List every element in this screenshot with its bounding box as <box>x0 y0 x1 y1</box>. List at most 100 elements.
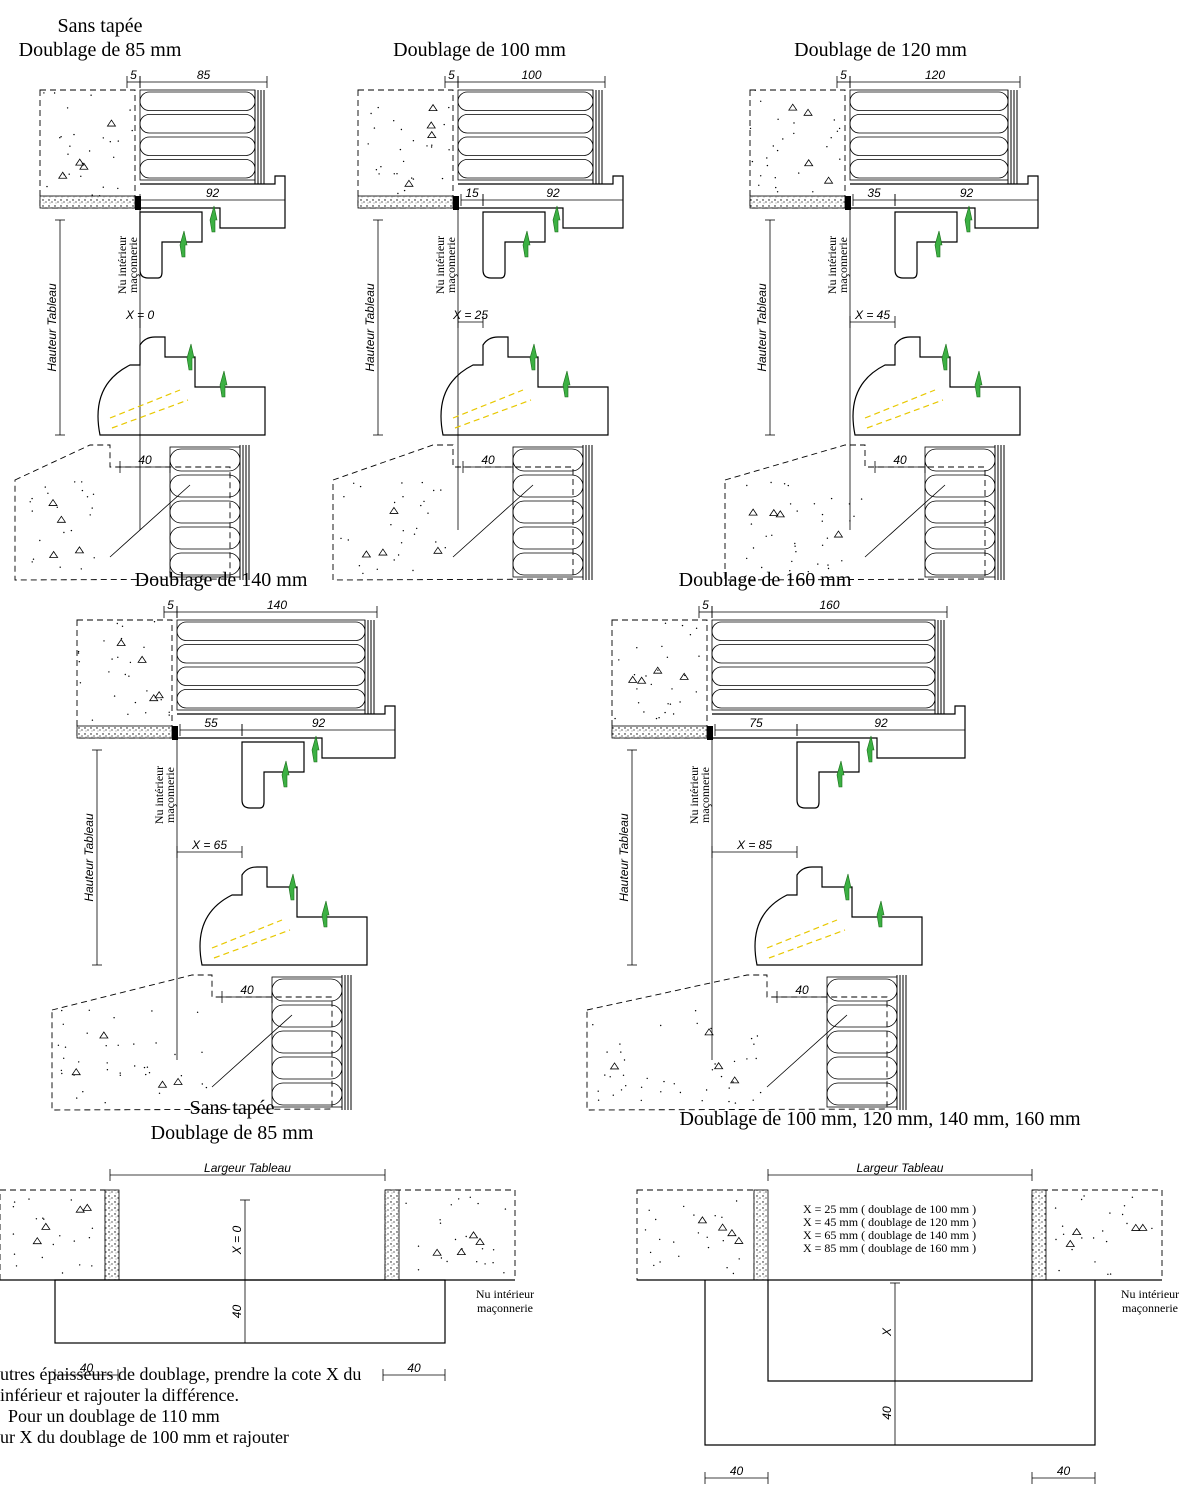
concrete-aggregate <box>412 140 415 142</box>
panel-title: Doublage de 140 mm <box>135 569 308 591</box>
insulation-wave <box>826 978 898 1002</box>
concrete-aggregate <box>754 89 756 92</box>
concrete-aggregate <box>761 566 763 569</box>
insulation-outline <box>169 446 241 578</box>
gasket-seal <box>186 343 195 371</box>
concrete-triangle <box>48 550 59 558</box>
concrete-aggregate <box>201 1083 203 1085</box>
insulation-wave <box>271 1030 343 1054</box>
masonry-sill <box>51 974 333 1111</box>
plan-right-x-label: X <box>880 1327 894 1337</box>
insulation-wave <box>849 91 1009 111</box>
concrete-aggregate <box>1121 1213 1124 1216</box>
gasket-seal <box>941 343 950 371</box>
concrete-aggregate <box>43 1218 45 1220</box>
concrete-aggregate <box>689 634 692 636</box>
concrete-aggregate <box>672 713 675 715</box>
concrete-triangle <box>823 176 834 184</box>
concrete-triangle <box>32 1236 43 1245</box>
concrete-aggregate <box>465 1235 467 1238</box>
concrete-aggregate <box>783 483 786 485</box>
concrete-aggregate <box>158 1092 161 1095</box>
concrete-triangle <box>137 655 147 663</box>
concrete-aggregate <box>1126 1222 1128 1225</box>
concrete-aggregate <box>477 1202 479 1205</box>
concrete-aggregate <box>146 690 148 692</box>
concrete-aggregate <box>31 497 33 500</box>
concrete-triangle <box>427 130 437 139</box>
concrete-aggregate <box>53 92 56 94</box>
concrete-aggregate <box>59 566 61 568</box>
concrete-aggregate <box>728 1100 730 1103</box>
concrete-aggregate <box>448 149 450 151</box>
concrete-aggregate <box>80 568 83 570</box>
concrete-aggregate <box>750 1037 753 1040</box>
head-rendering <box>357 195 454 209</box>
instruction-note: utres épaisseurs de doublage, prendre la… <box>0 1364 361 1448</box>
dim-gap-label: 15 <box>465 186 479 200</box>
plan-left-40-label: 40 <box>230 1305 244 1319</box>
concrete-aggregate <box>73 133 75 136</box>
concrete-aggregate <box>78 1061 80 1063</box>
plan-left-maconnerie-label: maçonnerie <box>477 1301 533 1315</box>
plan-right-x-value: X = 85 mm ( doublage de 160 mm ) <box>803 1241 976 1255</box>
concrete-aggregate <box>720 1075 723 1078</box>
concrete-triangle <box>636 676 647 684</box>
concrete-aggregate <box>145 712 147 714</box>
plan-right-40b-label: 40 <box>1057 1464 1071 1478</box>
concrete-aggregate <box>620 1051 622 1053</box>
concrete-aggregate <box>431 144 433 146</box>
concrete-aggregate <box>746 557 748 560</box>
concrete-triangle <box>71 1067 81 1076</box>
concrete-aggregate <box>397 554 400 556</box>
concrete-aggregate <box>606 1051 608 1053</box>
concrete-aggregate <box>637 702 640 704</box>
concrete-aggregate <box>623 1059 626 1061</box>
concrete-triangle <box>56 515 67 523</box>
concrete-aggregate <box>61 1072 63 1075</box>
gasket-seal <box>876 900 885 928</box>
concrete-aggregate <box>111 658 113 660</box>
masonry-sill <box>332 444 574 581</box>
concrete-aggregate <box>400 128 403 131</box>
insulation-wave <box>711 644 936 664</box>
maconnerie-label: maçonnerie <box>698 767 712 823</box>
x-dimension-label: X = 25 <box>452 308 488 322</box>
dim-thickness-label: 140 <box>267 598 287 612</box>
concrete-aggregate <box>833 119 835 121</box>
plan-left-sill <box>54 1279 446 1344</box>
concrete-aggregate <box>1062 1233 1065 1236</box>
concrete-aggregate <box>413 533 416 535</box>
insulation-wave <box>176 666 366 686</box>
dim-40-label: 40 <box>893 453 907 467</box>
concrete-aggregate <box>39 539 41 542</box>
concrete-aggregate <box>734 1102 737 1104</box>
concrete-aggregate <box>102 137 105 139</box>
concrete-triangle <box>82 1203 93 1211</box>
insulation-wave <box>849 159 1009 179</box>
insulation-wave <box>711 666 936 686</box>
concrete-aggregate <box>180 1075 183 1077</box>
insulation-wave <box>139 159 256 179</box>
insulation-wave <box>512 552 584 576</box>
maconnerie-label: maçonnerie <box>126 237 140 293</box>
concrete-aggregate <box>1131 1196 1134 1199</box>
gasket-seal <box>866 735 875 763</box>
concrete-aggregate <box>91 1227 94 1230</box>
concrete-aggregate <box>826 146 828 148</box>
dim-92-label: 92 <box>312 716 326 730</box>
concrete-aggregate <box>1054 1207 1057 1209</box>
note-line-1: utres épaisseurs de doublage, prendre la… <box>0 1364 362 1384</box>
concrete-aggregate <box>1151 1227 1153 1230</box>
concrete-aggregate <box>61 1009 63 1012</box>
concrete-aggregate <box>636 647 638 649</box>
concrete-aggregate <box>129 661 132 664</box>
dim-gap-label: 75 <box>749 716 763 730</box>
concrete-aggregate <box>775 186 777 189</box>
sash-head <box>482 211 546 279</box>
concrete-aggregate <box>707 1246 710 1249</box>
concrete-aggregate <box>134 1065 136 1067</box>
insulation-outline <box>271 976 343 1108</box>
seal-block <box>845 196 851 210</box>
